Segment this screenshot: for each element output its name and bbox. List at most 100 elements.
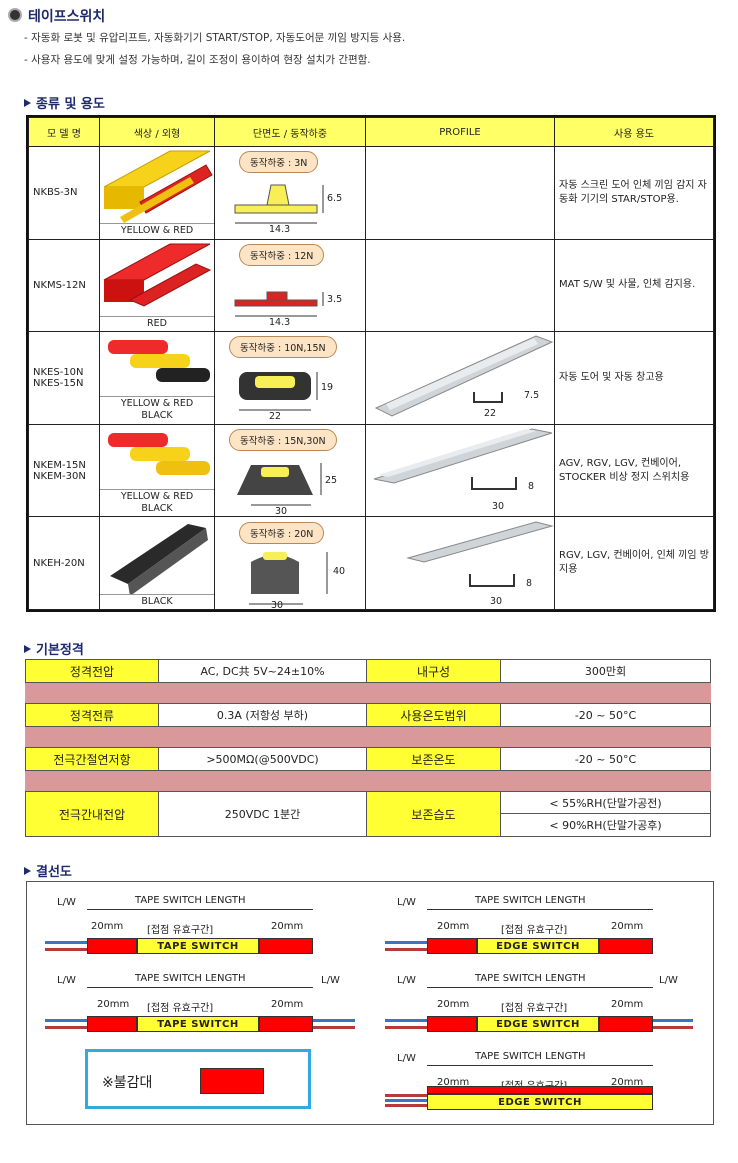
wiring-diagram: L/W TAPE SWITCH LENGTH L/W 20mm [접점 유효구간… [43,970,355,1036]
use-cell: AGV, RGV, LGV, 컨베이어, STOCKER 비상 정지 스위치용 [554,423,714,518]
spec-key: 보존습도 [366,791,501,837]
spec-key: 전극간내전압 [25,791,159,837]
table-row: NKMS-12N RED 동작하중 : 12N 14.3 3.5 MAT S/W… [28,238,714,333]
model-cell: NKES-10N NKES-15N [28,331,100,425]
spec-row: 전극간내전압 250VDC 1분간 보존습도 < 55%RH(단말가공전) < … [25,791,711,837]
wiring-diagram: L/W TAPE SWITCH LENGTH L/W 20mm [접점 유효구간… [383,970,695,1036]
dead-zone [427,938,477,954]
lw-label: L/W [57,897,76,908]
dead-zone [87,1016,137,1032]
spec-value: AC, DC共 5V~24±10% [158,659,367,683]
load-badge: 동작하중 : 12N [239,243,325,266]
section-wiring-heading: 결선도 [24,861,72,880]
spec-value: 250VDC 1분간 [158,791,367,837]
dimension-line [427,909,653,910]
lw-label: L/W [397,897,416,908]
profile-width: 30 [490,595,503,607]
margin-label: 20mm [611,921,644,932]
dimension-line [427,1065,653,1066]
wiring-diagram: L/W TAPE SWITCH LENGTH 20mm [접점 유효구간] 20… [383,892,653,958]
profile-height: 7.5 [524,390,540,402]
color-caption: YELLOW & RED BLACK [100,396,214,424]
spec-key: 정격전압 [25,659,159,683]
lw-label: L/W [321,975,340,986]
tape-image [108,340,210,383]
use-cell: MAT S/W 및 사물, 인체 감지용. [554,238,714,333]
use-cell: 자동 도어 및 자동 창고용 [554,331,714,425]
model-cell: NKMS-12N [28,238,100,333]
width-dimension: 14.3 [269,224,291,236]
spec-key: 전극간절연저항 [25,747,159,771]
length-label: TAPE SWITCH LENGTH [475,973,586,984]
spec-row: 정격전류 0.3A (저항성 부하) 사용온도범위 -20 ~ 50°C [25,703,711,727]
width-dimension: 14.3 [269,316,291,328]
wire-red [313,1026,355,1029]
lw-label: L/W [659,975,678,986]
profile-drawing [373,428,553,491]
tape-image [110,523,208,596]
effective-label: [접점 유효구간] [501,1003,568,1014]
margin-label: 20mm [271,921,304,932]
table-row: NKEM-15N NKEM-30N YELLOW & RED BLACK 동작하… [28,423,714,518]
wire-blue [313,1019,355,1022]
separator-band [25,727,711,747]
cross-section-drawing [249,551,328,605]
triangle-icon [24,645,31,653]
product-image: YELLOW & RED [100,147,214,239]
cross-section-drawing [234,184,324,224]
dead-zone [427,1016,477,1032]
margin-label: 20mm [437,1077,470,1088]
margin-label: 20mm [91,921,124,932]
product-image: RED [100,240,214,331]
switch-segment: TAPE SWITCH [137,1016,259,1032]
wiring-diagram-box: L/W TAPE SWITCH LENGTH 20mm [접점 유효구간] 20… [26,881,714,1125]
switch-segment: EDGE SWITCH [427,1094,653,1110]
cross-section-drawing [234,291,324,317]
length-label: TAPE SWITCH LENGTH [475,895,586,906]
margin-label: 20mm [437,999,470,1010]
dead-zone [87,938,137,954]
legend-label: ※불감대 [102,1075,153,1091]
header-model: 모 델 명 [28,117,100,147]
description-line-1: - 자동화 로봇 및 유압리프트, 자동화기기 START/STOP, 자동도어… [24,32,406,44]
header-profile: PROFILE [365,117,555,147]
wire-red [45,948,87,951]
lw-label: L/W [397,975,416,986]
profile-drawing [374,335,554,418]
profile-width: 22 [484,408,497,420]
profile-height: 8 [526,577,533,589]
triangle-icon [24,867,31,875]
length-label: TAPE SWITCH LENGTH [475,1051,586,1062]
page-title: 테이프스위치 [8,6,105,26]
height-dimension: 40 [333,565,346,577]
separator-band [25,771,711,791]
dead-zone [599,1016,653,1032]
spec-key: 보존온도 [366,747,501,771]
profile-image: 30 8 [366,425,554,516]
description-line-2: - 사용자 용도에 맞게 설정 가능하며, 길이 조정이 용이하여 현장 설치가… [24,54,371,66]
height-dimension: 19 [321,382,334,394]
height-dimension: 25 [325,475,338,487]
table-row: NKBS-3N YELLOW & RED 동작하중 : 3N 14.3 6.5 … [28,146,714,240]
wire-red [385,948,427,951]
dimension-line [427,987,653,988]
dead-zone [427,1086,653,1094]
tape-image [103,150,213,224]
effective-label: [접점 유효구간] [501,925,568,936]
product-image: YELLOW & RED BLACK [100,425,214,517]
wire-red [385,1104,427,1107]
wire-blue [385,1019,427,1022]
margin-label: 20mm [437,921,470,932]
dead-zone-swatch [200,1068,264,1094]
wiring-diagram: L/W TAPE SWITCH LENGTH 20mm [접점 유효구간] 20… [43,892,313,958]
spec-value: < 55%RH(단말가공전) [500,791,711,814]
effective-label: [접점 유효구간] [147,925,214,936]
triangle-icon [24,99,31,107]
cross-section-drawing [239,372,318,411]
height-dimension: 6.5 [327,193,343,205]
wire-blue [45,1019,87,1022]
width-dimension: 30 [271,599,284,611]
wire-blue [45,941,87,944]
width-dimension: 30 [275,506,288,518]
spec-key: 내구성 [366,659,501,683]
